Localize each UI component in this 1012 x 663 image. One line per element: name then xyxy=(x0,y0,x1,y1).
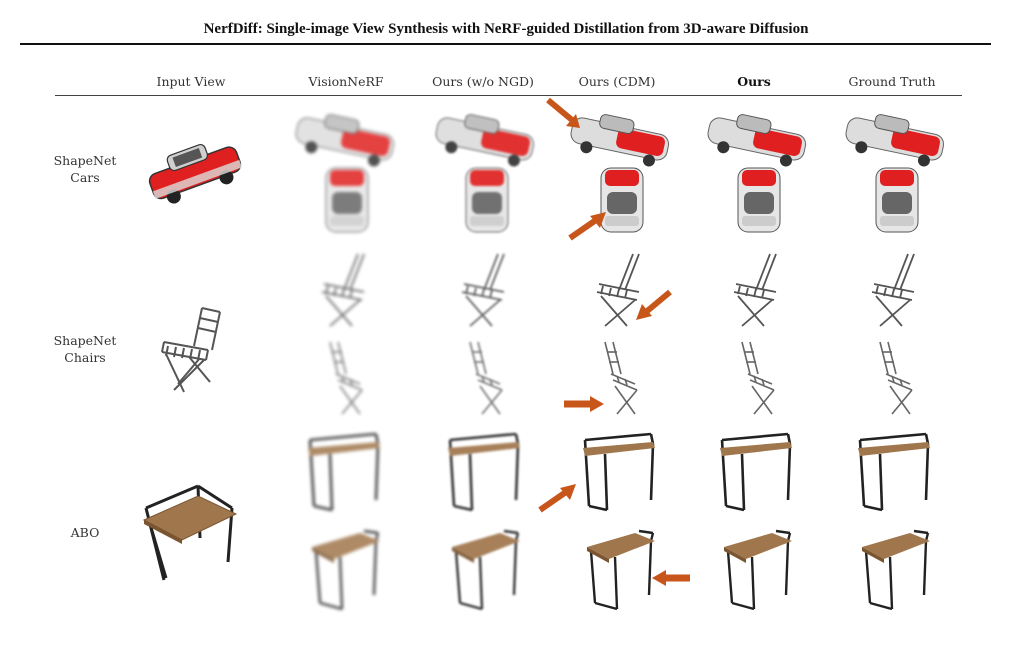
thumb-car-side-ground-truth xyxy=(830,108,960,168)
input-view-chair xyxy=(150,300,270,420)
col-header-visionnerf: VisionNeRF xyxy=(308,74,384,89)
row-label-line: ShapeNet xyxy=(53,333,117,348)
row-label-shapenet-cars: ShapeNet Cars xyxy=(40,152,130,186)
thumb-desk-angled-ours-wo-ngd xyxy=(420,525,550,617)
thumb-desk-front-ours-cdm xyxy=(555,430,685,522)
arrow-chair-top xyxy=(630,288,674,324)
thumb-car-top-ours xyxy=(692,162,822,240)
col-header-ours-cdm: Ours (CDM) xyxy=(578,74,656,89)
thumb-desk-angled-ours xyxy=(692,525,822,617)
thumb-chair-side-ours-wo-ngd xyxy=(420,250,550,334)
row-label-shapenet-chairs: ShapeNet Chairs xyxy=(40,332,130,366)
thumb-car-top-ours-cdm xyxy=(555,162,685,240)
header-rule xyxy=(55,95,962,96)
arrow-desk-top xyxy=(536,480,580,514)
row-label-line: ABO xyxy=(70,525,100,540)
thumb-chair-back-ours-wo-ngd xyxy=(420,338,550,422)
col-header-ours-wo-ngd: Ours (w/o NGD) xyxy=(432,74,534,89)
thumb-desk-front-visionnerf xyxy=(280,430,410,522)
input-view-desk xyxy=(136,478,256,598)
thumb-desk-angled-ours-cdm xyxy=(555,525,685,617)
input-view-car xyxy=(134,110,254,230)
row-label-line: Chairs xyxy=(64,350,106,365)
thumb-car-top-ground-truth xyxy=(830,162,960,240)
thumb-chair-back-visionnerf xyxy=(280,338,410,422)
thumb-car-top-ours-wo-ngd xyxy=(420,162,550,240)
col-header-ground-truth: Ground Truth xyxy=(848,74,936,89)
row-label-abo: ABO xyxy=(40,524,130,541)
top-rule xyxy=(20,43,991,45)
thumb-chair-side-ours xyxy=(692,250,822,334)
thumb-chair-side-ground-truth xyxy=(830,250,960,334)
row-label-line: ShapeNet xyxy=(53,153,117,168)
thumb-desk-angled-visionnerf xyxy=(280,525,410,617)
thumb-desk-front-ground-truth xyxy=(830,430,960,522)
thumb-chair-side-visionnerf xyxy=(280,250,410,334)
thumb-car-side-ours-cdm xyxy=(555,108,685,168)
thumb-car-side-ours-wo-ngd xyxy=(420,108,550,168)
arrow-car-top xyxy=(544,96,584,132)
arrow-desk-bottom xyxy=(650,568,692,588)
thumb-car-side-visionnerf xyxy=(280,108,410,168)
arrow-car-bottom xyxy=(566,208,610,242)
thumb-desk-angled-ground-truth xyxy=(830,525,960,617)
thumb-car-side-ours xyxy=(692,108,822,168)
row-label-line: Cars xyxy=(70,170,100,185)
figure-title: NerfDiff: Single-image View Synthesis wi… xyxy=(203,21,809,37)
arrow-chair-bottom xyxy=(562,394,606,414)
thumb-car-top-visionnerf xyxy=(280,162,410,240)
thumb-chair-back-ours xyxy=(692,338,822,422)
thumb-desk-front-ours-wo-ngd xyxy=(420,430,550,522)
thumb-chair-side-ours-cdm xyxy=(555,250,685,334)
thumb-chair-back-ours-cdm xyxy=(555,338,685,422)
thumb-chair-back-ground-truth xyxy=(830,338,960,422)
thumb-desk-front-ours xyxy=(692,430,822,522)
col-header-ours: Ours xyxy=(737,74,771,89)
col-header-input-view: Input View xyxy=(156,74,226,89)
